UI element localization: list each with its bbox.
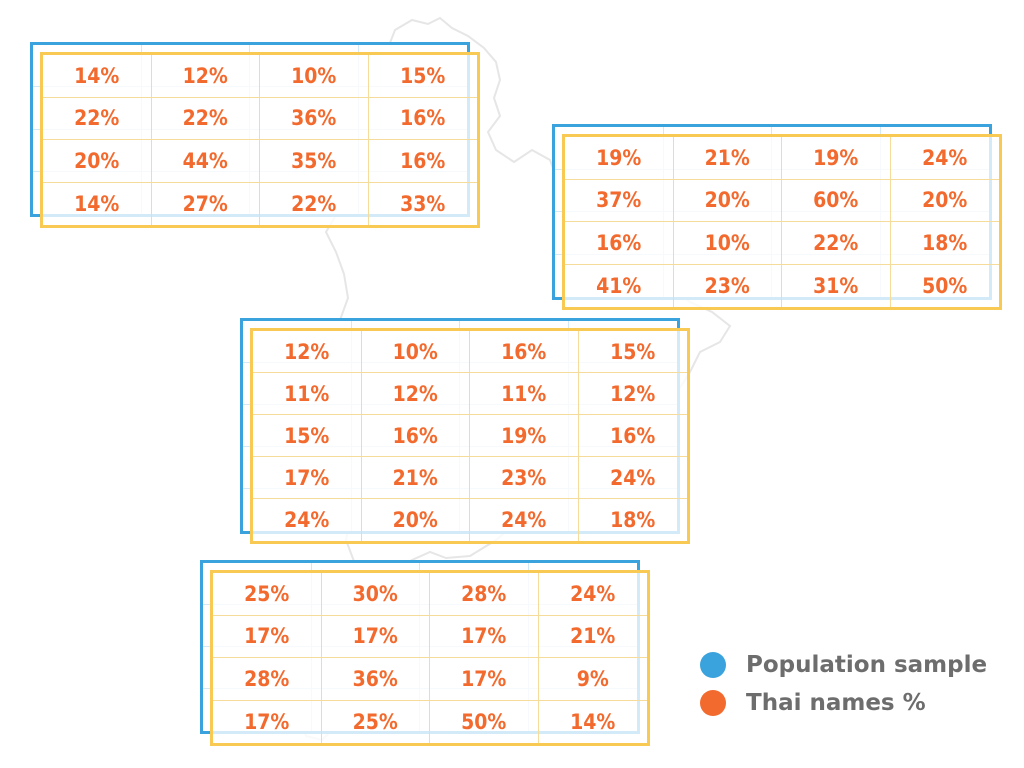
legend-label-thai: Thai names % [746,690,926,716]
thai-pct-cell: 15% [578,331,687,373]
thai-pct-cell: 36% [260,97,369,140]
thai-pct-cell: 17% [213,700,322,743]
thai-names-grid-4: 25%30%28%24%17%17%17%21%28%36%17%9%17%25… [210,570,650,746]
thai-pct-cell: 18% [610,508,656,532]
thai-pct-cell: 22% [782,222,891,265]
thai-pct-cell: 17% [430,658,539,701]
thai-pct-cell: 16% [470,331,579,373]
thai-pct-cell: 14% [43,55,152,98]
thai-pct-cell: 28% [430,573,539,616]
legend-item-population: Population sample [700,646,987,684]
thai-pct-cell: 44% [151,140,260,183]
thai-pct-cell: 24% [470,499,579,541]
thai-pct-cell: 14% [43,182,152,225]
thai-pct-cell: 22% [43,97,152,140]
thai-pct-cell: 10% [361,331,470,373]
thai-pct-cell: 17% [253,457,362,499]
thai-pct-cell: 30% [321,573,430,616]
thai-pct-cell: 25% [213,573,322,616]
thai-pct-cell: 24% [538,573,647,616]
thai-pct-cell: 17% [213,615,322,658]
legend-item-thai: Thai names % [700,684,987,722]
thai-pct-cell: 24% [253,499,362,541]
thai-pct-cell: 36% [321,658,430,701]
thai-pct-cell: 19% [782,137,891,180]
thai-pct-cell: 20% [43,140,152,183]
thai-pct-cell: 10% [260,55,369,98]
thai-pct-cell: 16% [368,98,477,140]
legend: Population sample Thai names % [700,646,987,722]
thai-pct-cell: 19% [470,415,579,457]
thai-pct-cell: 16% [368,140,477,183]
thai-pct-cell: 31% [782,264,891,307]
thai-pct-cell: 16% [565,222,674,265]
thai-pct-cell: 9% [538,658,647,701]
thai-pct-cell: 11% [253,373,362,415]
thai-pct-cell: 16% [361,415,470,457]
thai-pct-cell: 18% [890,222,999,265]
thai-pct-cell: 22% [151,97,260,140]
thai-pct-cell: 21% [538,616,647,658]
thai-pct-cell: 22% [260,182,369,225]
thai-pct-cell: 15% [253,415,362,457]
thai-names-grid-1: 14%12%10%15%22%22%36%16%20%44%35%16%14%2… [40,52,480,228]
thai-pct-cell: 24% [578,457,687,499]
thai-pct-cell: 25% [322,700,430,743]
thai-pct-cell: 35% [260,140,369,183]
thai-pct-cell: 15% [368,55,477,98]
thai-pct-cell: 50% [922,273,968,298]
thai-pct-cell: 28% [213,658,322,701]
thai-names-grid-2: 19%21%19%24%37%20%60%20%16%10%22%18%41%2… [562,134,1002,310]
thai-pct-cell: 16% [578,415,687,457]
thai-pct-cell: 33% [400,191,446,216]
thai-pct-cell: 12% [253,331,362,373]
legend-dot-population [700,652,726,678]
thai-pct-cell: 21% [673,137,782,180]
thai-pct-cell: 24% [890,137,999,180]
thai-pct-cell: 60% [782,179,891,222]
legend-dot-thai [700,690,726,716]
thai-pct-cell: 20% [890,180,999,222]
thai-pct-cell: 12% [151,55,260,98]
thai-pct-cell: 50% [430,700,539,743]
thai-pct-cell: 27% [152,182,260,225]
thai-pct-cell: 10% [673,222,782,265]
thai-pct-cell: 37% [565,179,674,222]
thai-pct-cell: 12% [361,373,470,415]
thai-pct-cell: 23% [470,457,579,499]
thai-pct-cell: 12% [578,373,687,415]
thai-pct-cell: 17% [321,615,430,658]
thai-names-grid-3: 12%10%16%15%11%12%11%12%15%16%19%16%17%2… [250,328,690,544]
thai-pct-cell: 21% [361,457,470,499]
thai-pct-cell: 20% [362,499,470,541]
thai-pct-cell: 14% [570,709,616,734]
thai-pct-cell: 11% [470,373,579,415]
thai-pct-cell: 19% [565,137,674,180]
thai-pct-cell: 20% [673,179,782,222]
legend-label-population: Population sample [746,652,988,678]
thai-pct-cell: 41% [565,264,674,307]
thai-pct-cell: 17% [430,615,539,658]
thai-pct-cell: 23% [674,264,782,307]
